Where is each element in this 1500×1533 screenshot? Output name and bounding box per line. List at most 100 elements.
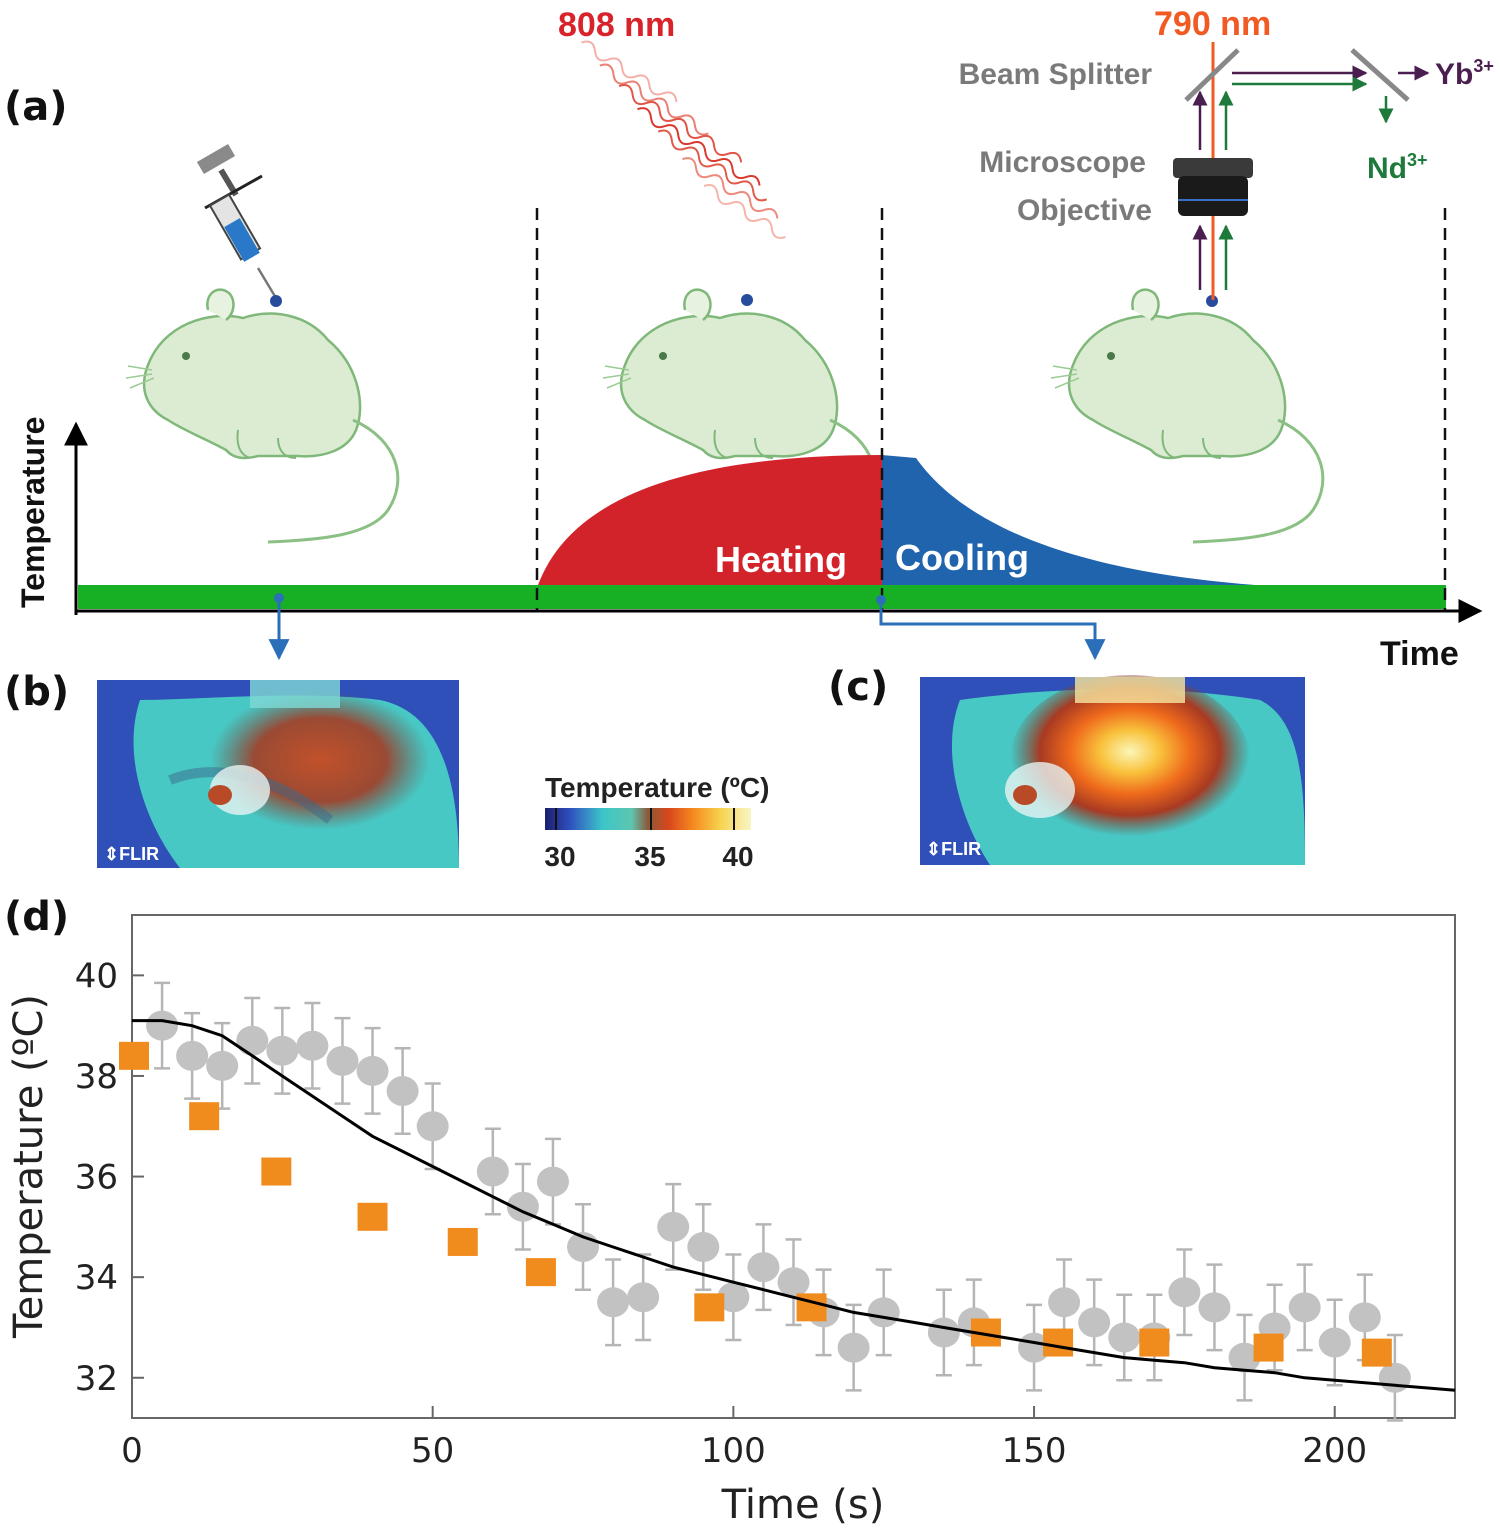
data-point-orange [1253,1333,1284,1362]
objective-label-line2: Objective [1017,194,1152,227]
gray-marker [416,1111,449,1142]
panel-label-d: (d) [4,894,69,940]
flir-logo-b: ⇕FLIR [104,844,159,864]
data-point-gray [1108,1293,1141,1382]
colorbar-tick: 40 [722,841,753,872]
gray-marker [777,1267,810,1298]
data-point-gray [1228,1313,1261,1402]
data-point-gray [146,981,179,1070]
data-point-gray [176,1011,209,1100]
gray-marker [717,1282,750,1313]
data-point-orange [447,1227,478,1256]
data-point-gray [567,1202,600,1291]
data-point-gray [927,1288,960,1377]
data-point-orange [694,1293,725,1322]
mouse-illustration-1 [124,288,400,544]
data-point-orange [1139,1328,1170,1357]
y-tick-label: 34 [75,1258,118,1298]
data-point-gray [236,996,269,1085]
mouse-illustration-2 [601,288,877,544]
colorbar-tick: 35 [634,841,665,872]
x-tick-label: 50 [411,1431,454,1471]
data-point-gray [1288,1263,1321,1352]
colorbar-tick: 30 [544,841,575,872]
gray-marker [236,1025,269,1056]
gray-marker [476,1156,509,1187]
colorbar-title: Temperature (ºC) [545,772,769,803]
x-axis-label: Time (s) [721,1482,885,1528]
data-point-orange [357,1202,388,1231]
gray-marker [747,1252,780,1283]
gray-marker [356,1055,389,1086]
gray-marker [597,1287,630,1318]
schematic-x-label: Time [1380,635,1459,673]
gray-marker [266,1035,299,1066]
data-point-orange [1361,1338,1392,1367]
data-point-orange [525,1258,556,1287]
laser-790-label: 790 nm [1154,5,1271,43]
gray-marker [1198,1292,1231,1323]
data-point-gray [536,1137,569,1226]
gray-marker [927,1317,960,1348]
gray-marker [536,1166,569,1197]
panel-label-a: (a) [4,84,68,130]
data-point-gray [747,1223,780,1312]
objective-label-line1: Microscope [979,146,1146,179]
thermal-image-c: ⇕FLIR [920,675,1305,865]
x-tick-label: 150 [1002,1431,1067,1471]
gray-marker [1078,1307,1111,1338]
gray-marker [687,1231,720,1262]
laser-808-label: 808 nm [558,6,675,44]
data-point-gray [867,1268,900,1357]
data-point-orange [189,1102,220,1131]
fit-line [132,1019,1456,1392]
gray-marker [206,1050,239,1081]
laser-808-beam [581,40,786,240]
y-tick-label: 32 [75,1359,118,1399]
data-point-gray [326,1016,359,1105]
gray-marker [657,1211,690,1242]
panel-label-b: (b) [4,669,69,715]
data-point-gray [777,1238,810,1327]
arrow-to-image-c [879,600,1106,661]
gray-marker [296,1030,329,1061]
baseline-band [78,585,1446,609]
heating-area [538,455,882,585]
cooling-label: Cooling [895,537,1029,578]
data-point-gray [837,1303,870,1392]
y-axis-label: Temperature (ºC) [6,994,52,1339]
x-tick-label: 100 [701,1431,766,1471]
mouse-illustration-3 [1049,288,1325,544]
x-tick-label: 0 [121,1431,143,1471]
schematic-panel: 808 nm 790 nm Beam Splitter Microscope O… [15,5,1494,673]
data-point-gray [476,1127,509,1216]
gray-marker [386,1076,419,1107]
nd-ion-label: Nd3+ [1367,150,1428,185]
gray-marker [326,1045,359,1076]
schematic-y-label: Temperature [15,417,51,608]
temperature-colorbar: Temperature (ºC) 30 35 40 [544,772,769,872]
data-point-gray [416,1082,449,1171]
panel-label-c: (c) [828,664,888,710]
data-point-gray [386,1047,419,1136]
gray-marker [1348,1302,1381,1333]
gray-marker [627,1282,660,1313]
gray-marker [1318,1327,1351,1358]
data-point-orange [261,1157,292,1186]
thermal-image-b: ⇕FLIR [97,680,459,868]
gray-marker [146,1010,179,1041]
data-point-gray [627,1253,660,1342]
data-point-gray [597,1258,630,1347]
data-point-orange [1043,1328,1074,1357]
data-point-gray [657,1182,690,1271]
y-tick-label: 36 [75,1158,118,1198]
data-point-gray [266,1006,299,1095]
data-point-gray [356,1026,389,1115]
plot-frame [131,914,1456,1419]
data-point-gray [1318,1298,1351,1387]
gray-marker [1108,1322,1141,1353]
flir-logo-c: ⇕FLIR [926,839,981,859]
dichroic-mirror [1350,48,1410,102]
